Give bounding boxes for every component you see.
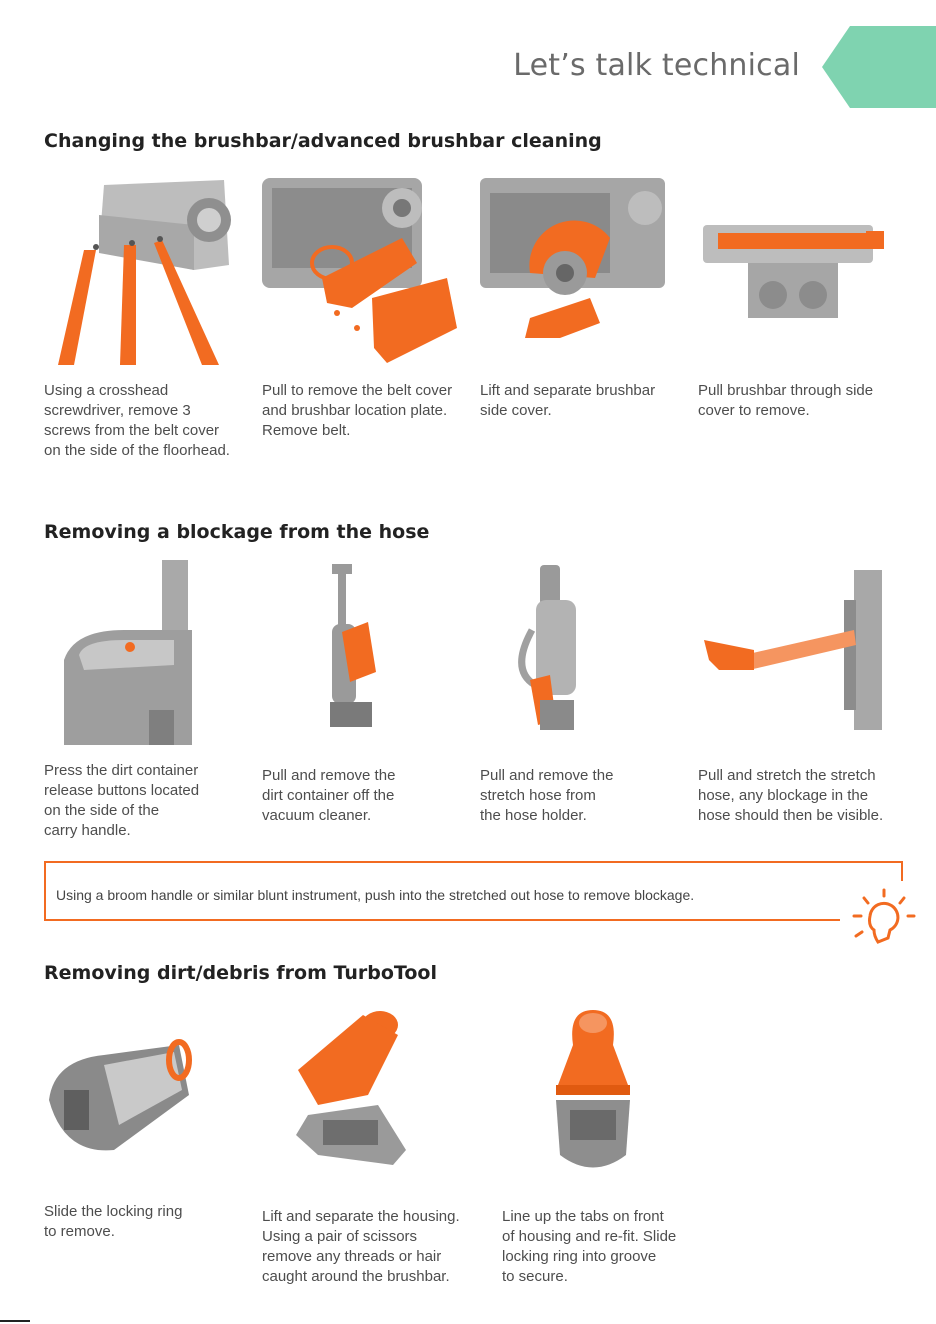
caption-step-6: Pull and remove the dirt container off t… — [262, 767, 396, 824]
turbotool-refit-illustration — [556, 1010, 630, 1168]
caption-step-9: Slide the locking ring to remove. — [44, 1203, 183, 1240]
carry-handle-illustration — [64, 560, 192, 745]
caption-step-3: Lift and separate brushbar side cover. — [480, 382, 656, 419]
caption-step-8: Pull and stretch the stretch hose, any b… — [698, 767, 884, 824]
brushbar-side-cover-illustration — [480, 178, 665, 338]
caption-step-2: Pull to remove the belt cover and brushb… — [262, 382, 453, 439]
corner-tab — [822, 26, 936, 108]
floorhead-screws-illustration — [58, 180, 231, 365]
belt-cover-illustration — [262, 178, 457, 363]
lightbulb-icon — [852, 888, 916, 944]
dirt-container-illustration — [330, 564, 376, 727]
section-heading-hose: Removing a blockage from the hose — [44, 521, 430, 543]
tip-box: Using a broom handle or similar blunt in… — [44, 861, 904, 921]
stretched-hose-illustration — [704, 570, 882, 730]
tip-text: Using a broom handle or similar blunt in… — [56, 887, 695, 903]
tip-box-gap — [840, 917, 904, 921]
brushbar-removal-illustration — [703, 225, 884, 318]
caption-step-5: Press the dirt container release buttons… — [44, 762, 200, 839]
section-heading-brushbar: Changing the brushbar/advanced brushbar … — [44, 130, 602, 152]
stretch-hose-holder-illustration — [518, 565, 576, 730]
turbotool-locking-ring-illustration — [49, 1039, 192, 1151]
caption-step-7: Pull and remove the stretch hose from th… — [480, 767, 614, 824]
caption-step-1: Using a crosshead screwdriver, remove 3 … — [44, 382, 230, 459]
turbotool-housing-illustration — [296, 1011, 406, 1165]
caption-step-10: Lift and separate the housing. Using a p… — [262, 1208, 460, 1285]
caption-step-4: Pull brushbar through side cover to remo… — [698, 382, 874, 419]
footer-rule — [0, 1320, 30, 1322]
section-heading-turbotool: Removing dirt/debris from TurboTool — [44, 962, 437, 984]
caption-step-11: Line up the tabs on front of housing and… — [502, 1208, 677, 1285]
page-title: Let’s talk technical — [513, 48, 800, 83]
